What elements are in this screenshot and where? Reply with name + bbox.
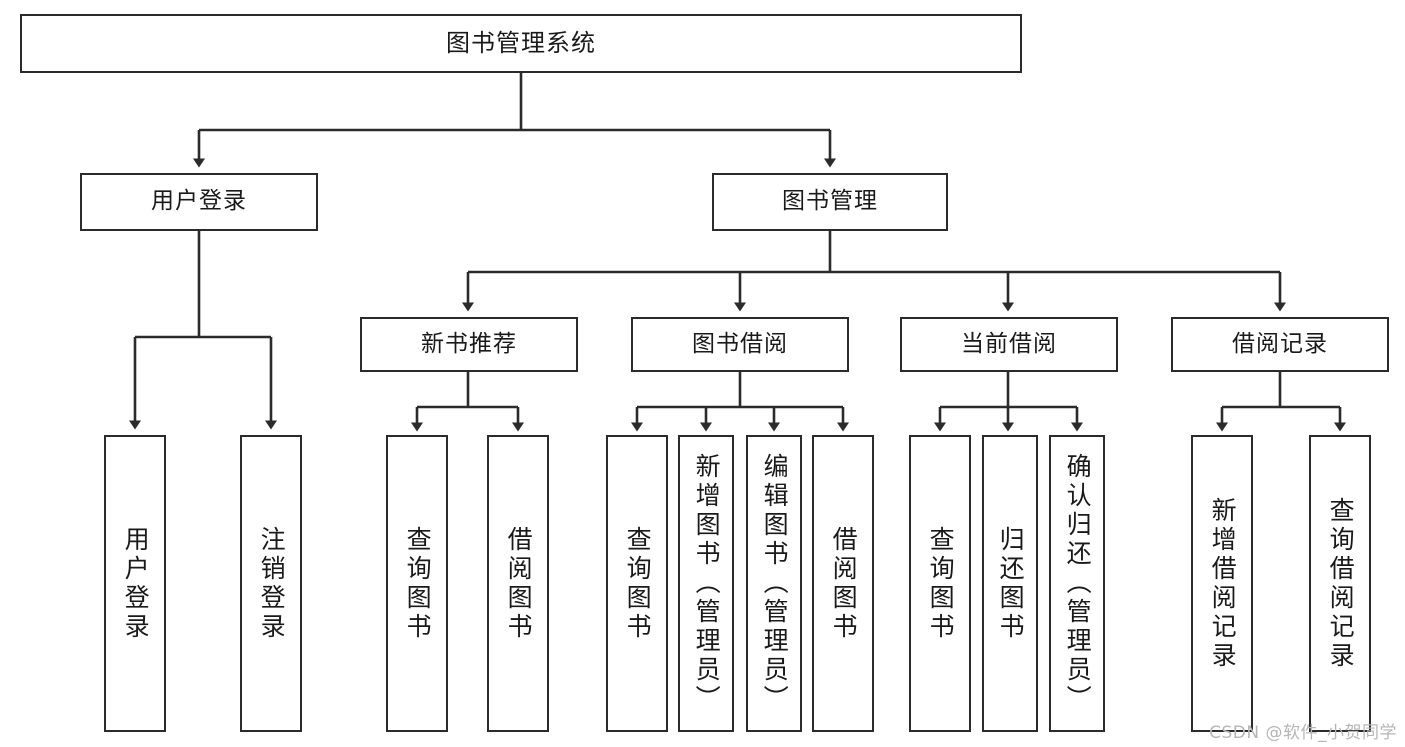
node-label: 图书管理 xyxy=(782,188,878,215)
node-label: 借阅图书 xyxy=(504,525,534,642)
node-label: 查询借阅记录 xyxy=(1326,496,1356,671)
node-label: 图书管理系统 xyxy=(446,29,596,58)
leaf-add-borrow-record[interactable]: 新增借阅记录 xyxy=(1191,435,1253,732)
leaf-return-book[interactable]: 归还图书 xyxy=(982,435,1038,732)
node-book-management[interactable]: 图书管理 xyxy=(712,173,948,231)
node-label: 借阅图书 xyxy=(829,525,859,642)
node-label: 查询图书 xyxy=(623,525,653,642)
node-label: 图书借阅 xyxy=(692,330,788,357)
leaf-borrow-book-borrow[interactable]: 借阅图书 xyxy=(812,435,874,732)
leaf-query-book-new[interactable]: 查询图书 xyxy=(386,435,448,732)
node-label: 当前借阅 xyxy=(961,330,1057,357)
leaf-confirm-return-admin[interactable]: 确认归还（管理员） xyxy=(1049,435,1105,732)
leaf-edit-book-admin[interactable]: 编辑图书（管理员） xyxy=(746,435,802,732)
node-borrow-record[interactable]: 借阅记录 xyxy=(1171,317,1389,372)
node-label: 用户登录 xyxy=(121,525,151,642)
node-label: 编辑图书（管理员） xyxy=(760,453,790,714)
node-root-system[interactable]: 图书管理系统 xyxy=(20,14,1022,73)
node-label: 查询图书 xyxy=(403,525,433,642)
node-label: 新增借阅记录 xyxy=(1208,496,1238,671)
node-label: 归还图书 xyxy=(996,525,1026,642)
leaf-query-book-current[interactable]: 查询图书 xyxy=(909,435,971,732)
node-current-borrow[interactable]: 当前借阅 xyxy=(900,317,1118,372)
leaf-logout[interactable]: 注销登录 xyxy=(240,435,302,732)
node-label: 借阅记录 xyxy=(1232,330,1328,357)
node-label: 新书推荐 xyxy=(421,330,517,357)
leaf-query-borrow-record[interactable]: 查询借阅记录 xyxy=(1309,435,1371,732)
leaf-user-login[interactable]: 用户登录 xyxy=(104,435,166,732)
node-new-book-recommend[interactable]: 新书推荐 xyxy=(360,317,578,372)
leaf-add-book-admin[interactable]: 新增图书（管理员） xyxy=(678,435,734,732)
node-user-login[interactable]: 用户登录 xyxy=(80,173,318,231)
leaf-query-book-borrow[interactable]: 查询图书 xyxy=(606,435,668,732)
node-label: 新增图书（管理员） xyxy=(692,453,722,714)
node-label: 用户登录 xyxy=(151,188,247,215)
leaf-borrow-book-new[interactable]: 借阅图书 xyxy=(487,435,549,732)
node-label: 确认归还（管理员） xyxy=(1063,453,1093,714)
node-book-borrow[interactable]: 图书借阅 xyxy=(631,317,849,372)
node-label: 注销登录 xyxy=(257,525,287,642)
node-label: 查询图书 xyxy=(926,525,956,642)
